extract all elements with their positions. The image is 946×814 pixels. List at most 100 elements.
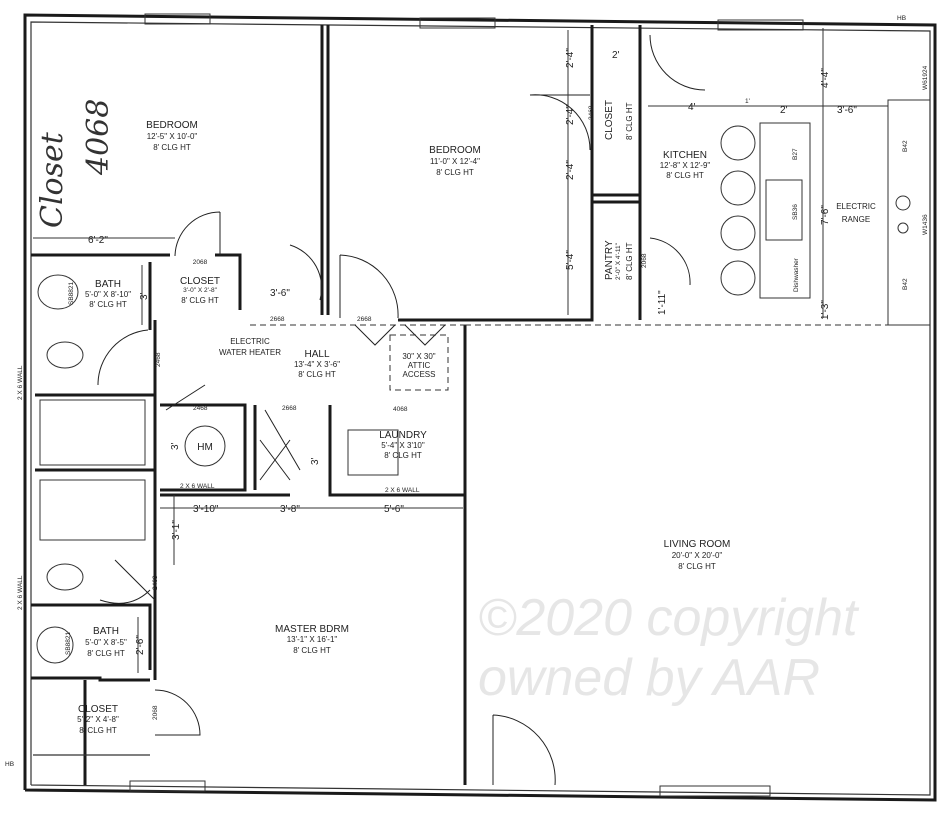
svg-text:5'-0" X 8'-10": 5'-0" X 8'-10" [85,290,131,299]
svg-text:ELECTRIC: ELECTRIC [836,202,876,211]
water-heater-icon [184,425,226,467]
svg-text:8' CLG HT: 8' CLG HT [87,649,125,658]
svg-text:13'-1" X 16'-1": 13'-1" X 16'-1" [287,635,338,644]
sink-basin [765,179,803,241]
svg-text:PANTRY: PANTRY [604,240,615,280]
room-kitchen: KITCHEN 12'-8" X 12'-9" 8' CLG HT ELECTR… [660,15,929,292]
svg-text:2468: 2468 [155,352,162,367]
svg-text:1'-3": 1'-3" [820,300,831,320]
svg-text:2 X 6 WALL: 2 X 6 WALL [17,365,24,400]
svg-text:2068: 2068 [641,253,648,268]
svg-text:4': 4' [688,102,696,113]
svg-text:SB36: SB36 [792,204,799,220]
room-master: MASTER BDRM 13'-1" X 16'-1" 8' CLG HT [275,624,349,655]
svg-text:LAUNDRY: LAUNDRY [379,430,427,441]
svg-text:8' CLG HT: 8' CLG HT [89,300,127,309]
svg-text:CLOSET: CLOSET [180,276,220,287]
svg-text:2': 2' [612,50,620,61]
stool-icon [720,170,756,206]
svg-text:2'-6": 2'-6" [135,635,146,655]
svg-text:6'-2": 6'-2" [88,235,108,246]
room-closet-top: CLOSET 8' CLG HT 2468 [588,100,634,140]
svg-text:2'-4": 2'-4" [565,160,576,180]
washer-icon [347,429,399,476]
bathtub-icon [39,399,146,466]
svg-text:30" X 30": 30" X 30" [402,352,435,361]
svg-text:BEDROOM: BEDROOM [429,145,481,156]
room-laundry: LAUNDRY 5'-4" X 3'10" 8' CLG HT 2 X 6 WA… [180,430,427,494]
svg-text:2 X 6 WALL: 2 X 6 WALL [180,483,215,490]
svg-text:1'-11": 1'-11" [657,290,668,315]
svg-text:B42: B42 [902,140,909,152]
room-bath2: BATH 5'-0" X 8'-5" 8' CLG HT SB8821 [65,626,127,658]
svg-text:3'-0" X 2'-8": 3'-0" X 2'-8" [183,287,218,294]
svg-text:Dishwasher: Dishwasher [793,257,800,292]
svg-text:12'-5" X 10'-0": 12'-5" X 10'-0" [147,132,198,141]
stool-icon [720,125,756,161]
range-burner-icon [895,195,911,211]
svg-text:8' CLG HT: 8' CLG HT [678,562,716,571]
svg-text:5'-4" X 3'10": 5'-4" X 3'10" [381,441,425,450]
door-codes: 2668 2668 2668 2468 2468 2468 4068 [152,316,408,590]
svg-text:2': 2' [780,105,788,116]
bathtub-icon [39,479,146,541]
svg-text:8' CLG HT: 8' CLG HT [79,726,117,735]
watermark: ©2020 copyright owned by AAR [478,589,858,707]
svg-text:2668: 2668 [282,405,297,412]
svg-text:2468: 2468 [588,105,595,120]
svg-text:8' CLG HT: 8' CLG HT [625,242,634,280]
svg-text:2468: 2468 [193,405,208,412]
room-hall: HALL 13'-4" X 3'-6" 8' CLG HT ELECTRIC W… [197,337,436,453]
svg-text:3'-6": 3'-6" [837,105,857,116]
svg-text:11'-0" X 12'-4": 11'-0" X 12'-4" [430,157,480,166]
sink-icon [36,626,74,664]
svg-text:13'-4" X 3'-6": 13'-4" X 3'-6" [294,360,340,369]
svg-text:8' CLG HT: 8' CLG HT [153,143,191,152]
svg-text:LIVING ROOM: LIVING ROOM [664,539,731,550]
svg-text:3': 3' [139,292,150,300]
stool-icon [720,260,756,296]
svg-text:8' CLG HT: 8' CLG HT [298,370,336,379]
svg-text:W61924: W61924 [922,65,929,90]
kitchen-island [759,122,811,299]
kitchen-counter [887,99,931,326]
svg-text:SB8821: SB8821 [68,281,75,305]
svg-text:3'-6": 3'-6" [270,288,290,299]
svg-text:5'-6": 5'-6" [384,504,404,515]
sink-icon [37,274,79,310]
svg-text:HM: HM [197,442,213,453]
svg-text:2'-0" X 4'-11": 2'-0" X 4'-11" [615,242,622,280]
room-closet1: CLOSET 3'-0" X 2'-8" 8' CLG HT 2068 [180,259,220,305]
svg-text:8' CLG HT: 8' CLG HT [666,171,704,180]
room-bath1: BATH 5'-0" X 8'-10" 8' CLG HT SB8821 [68,279,131,309]
toilet-icon [46,563,84,591]
svg-text:SB8821: SB8821 [65,631,72,655]
svg-text:W1436: W1436 [922,214,929,235]
svg-text:WATER HEATER: WATER HEATER [219,348,281,357]
handwritten-note-code: 4068 [81,99,116,176]
svg-text:CLOSET: CLOSET [604,100,615,140]
svg-text:MASTER BDRM: MASTER BDRM [275,624,349,635]
svg-text:BATH: BATH [93,626,119,637]
fixtures [36,99,931,664]
dimensions: 6'-2" 3'-6" 3' 2'-4" 2'-4" 2'-4" 5'-4" 2… [33,28,888,673]
svg-text:3'-8": 3'-8" [280,504,300,515]
svg-text:2'-4": 2'-4" [565,105,576,125]
svg-text:B42: B42 [902,278,909,290]
attic-access [389,334,449,391]
toilet-icon [46,341,84,369]
svg-text:8' CLG HT: 8' CLG HT [181,296,219,305]
svg-text:4'-4": 4'-4" [820,68,831,88]
svg-text:2068: 2068 [193,259,208,266]
svg-text:20'-0" X 20'-0": 20'-0" X 20'-0" [672,551,723,560]
svg-text:B27: B27 [792,148,799,160]
svg-text:5'-0" X 8'-5": 5'-0" X 8'-5" [85,638,127,647]
svg-text:2068: 2068 [152,705,159,720]
svg-text:12'-8" X 12'-9": 12'-8" X 12'-9" [660,161,711,170]
svg-text:8' CLG HT: 8' CLG HT [293,646,331,655]
svg-text:HB: HB [897,15,906,22]
svg-text:2468: 2468 [152,575,159,590]
room-living: LIVING ROOM 20'-0" X 20'-0" 8' CLG HT [664,539,731,571]
room-pantry: PANTRY 2'-0" X 4'-11" 8' CLG HT 2068 [604,240,648,280]
svg-text:8' CLG HT: 8' CLG HT [436,168,474,177]
